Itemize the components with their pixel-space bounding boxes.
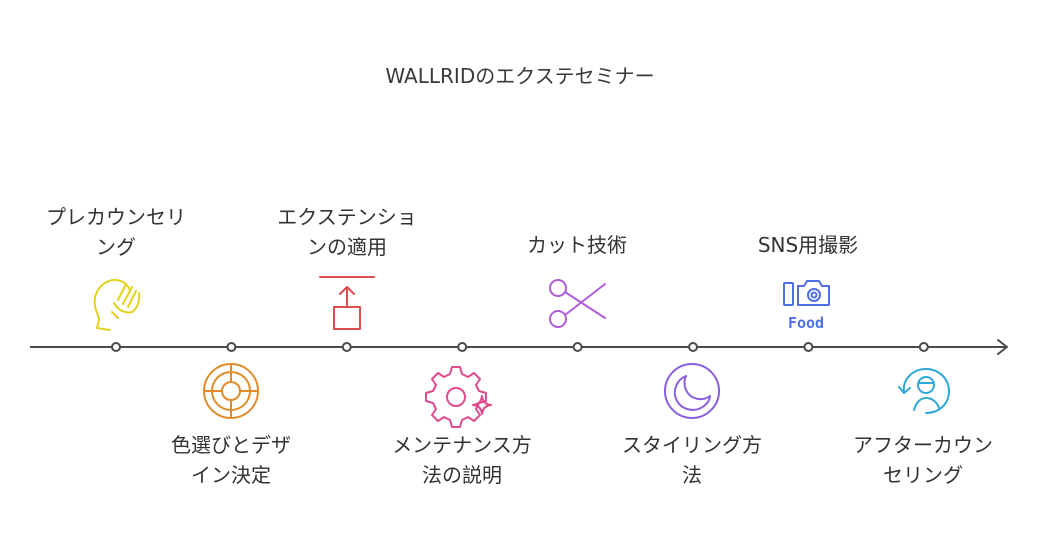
timeline-node-7 — [803, 342, 814, 352]
step-label-6-line-1: スタイリング方 — [622, 433, 762, 457]
food-camera-icon-text: Food — [788, 314, 824, 332]
step-label-1-line-1: プレカウンセリ — [46, 205, 186, 229]
step-label-3-line-1: エクステンショ — [277, 205, 417, 229]
step-label-1: プレカウンセリ ング — [16, 202, 216, 262]
color-wheel-icon — [203, 363, 259, 419]
step-label-4-line-2: 法の説明 — [422, 463, 502, 487]
step-label-8-line-2: セリング — [883, 463, 963, 487]
step-label-3-line-2: ンの適用 — [307, 235, 387, 259]
head-hand-icon — [93, 278, 141, 331]
step-label-1-line-2: ング — [96, 235, 136, 259]
timeline-node-6 — [688, 342, 698, 352]
timeline-node-8 — [918, 342, 929, 352]
diagram-title: WALLRIDのエクステセミナー — [385, 64, 655, 88]
counseling-cycle-icon — [898, 368, 950, 414]
timeline-node-2 — [226, 342, 237, 352]
step-label-2: 色選びとデザ イン決定 — [131, 430, 331, 490]
step-label-8: アフターカウン セリング — [823, 430, 1023, 490]
timeline-node-5 — [572, 342, 583, 352]
step-label-5: カット技術 — [477, 230, 677, 260]
timeline-node-3 — [341, 342, 352, 352]
step-label-8-line-1: アフターカウン — [853, 433, 993, 457]
step-label-4: メンテナンス方 法の説明 — [362, 430, 562, 490]
food-camera-icon — [783, 280, 830, 306]
step-label-7-line-1: SNS用撮影 — [757, 233, 859, 257]
step-label-2-line-1: 色選びとデザ — [171, 433, 291, 457]
step-label-5-line-1: カット技術 — [527, 233, 627, 257]
timeline-node-4 — [457, 342, 468, 352]
timeline-arrowhead — [997, 339, 1008, 355]
upload-box-icon — [319, 276, 375, 330]
gear-sparkle-icon — [425, 366, 492, 428]
step-label-4-line-1: メンテナンス方 — [392, 433, 532, 457]
step-label-3: エクステンショ ンの適用 — [247, 202, 447, 262]
step-label-6-line-2: 法 — [682, 463, 702, 487]
timeline-node-1 — [111, 342, 121, 352]
step-label-2-line-2: イン決定 — [191, 463, 271, 487]
step-label-7: SNS用撮影 — [708, 230, 908, 260]
step-label-6: スタイリング方 法 — [592, 430, 792, 490]
scissors-icon — [549, 279, 606, 328]
crescent-moon-icon — [664, 363, 720, 419]
